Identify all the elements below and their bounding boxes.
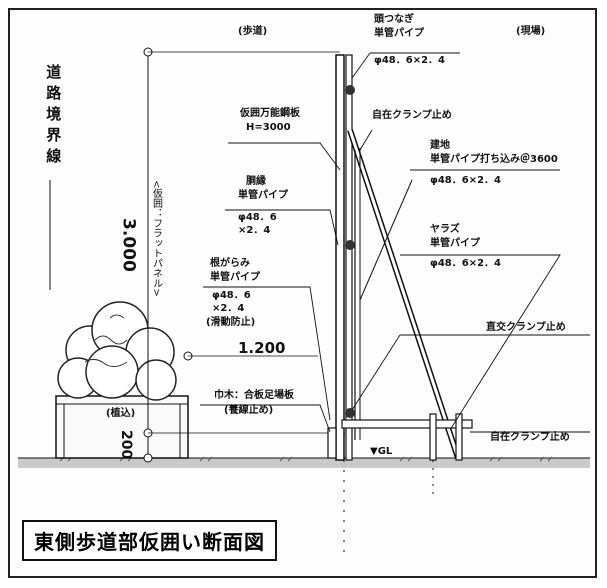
panel-label-1: 仮囲万能鋼板 xyxy=(240,108,300,119)
post xyxy=(345,54,353,461)
mid-clamp xyxy=(345,240,355,250)
base-rail xyxy=(341,419,473,429)
post-label-1: 建地 xyxy=(430,140,450,151)
drawing-frame xyxy=(8,8,597,578)
panel-label-2: H=3000 xyxy=(246,122,291,133)
dim-3000-label: 3.000 xyxy=(118,218,139,272)
brace-label-3: φ48．6×2．4 xyxy=(430,258,501,269)
top-clamp xyxy=(345,85,355,95)
sidewalk-label: (歩道) xyxy=(238,26,268,37)
free-clamp-bottom-label: 自在クランプ止め xyxy=(490,432,570,443)
post-leader xyxy=(359,179,413,301)
ground-band xyxy=(18,458,590,468)
sill-label-4: ×2．4 xyxy=(212,303,245,314)
drawing-title: 東側歩道部仮囲い断面図 xyxy=(22,520,277,561)
top-tie-label-2: 単管パイプ xyxy=(374,28,424,39)
rail-label-4: ×2．4 xyxy=(238,225,271,236)
post-label-3: φ48．6×2．4 xyxy=(430,175,501,186)
dim-1200-label: 1.200 xyxy=(238,339,286,357)
rail-label-2: 単管パイプ xyxy=(238,190,288,201)
sill-label-1: 根がらみ xyxy=(210,258,250,269)
leader-lines xyxy=(200,52,590,433)
shrub xyxy=(57,301,177,401)
sill-label-2: 単管パイプ xyxy=(210,272,260,283)
toeboard-label-1: 巾木：合板足場板 xyxy=(214,390,294,401)
sill-label-5: (滑動防止) xyxy=(206,317,256,328)
dim-panel-note: <仮囲：フラットパネル> xyxy=(150,180,162,297)
free-clamp-top-label: 自在クランプ止め xyxy=(372,110,452,121)
post-label-2: 単管パイプ打ち込み＠3600 xyxy=(430,154,558,165)
gl-label: ▼GL xyxy=(370,446,393,457)
sill-label-3: φ48．6 xyxy=(212,290,251,301)
dim-200-label: 200 xyxy=(118,430,135,460)
top-tie-label-1: 頭つなぎ xyxy=(374,14,414,25)
cross-clamp-label: 直交クランプ止め xyxy=(486,322,566,333)
brace-label-2: 単管パイプ xyxy=(430,238,480,249)
toeboard-label-2: (養線止め) xyxy=(224,405,274,416)
site-label: (現場) xyxy=(516,26,546,37)
bottom-clamp xyxy=(345,408,355,418)
rail-label-3: φ48．6 xyxy=(238,212,277,223)
toeboard xyxy=(327,427,337,459)
rail-label-1: 胴縁 xyxy=(246,176,266,187)
planter-box xyxy=(55,395,189,459)
panel xyxy=(335,54,345,461)
brace-label-1: ヤラズ xyxy=(430,224,460,235)
boundary-label: 道路境界線 xyxy=(44,64,63,169)
top-tie-label-3: φ48．6×2．4 xyxy=(374,55,445,66)
ground-hatch xyxy=(59,456,553,462)
planter-label: (植込) xyxy=(106,408,136,419)
